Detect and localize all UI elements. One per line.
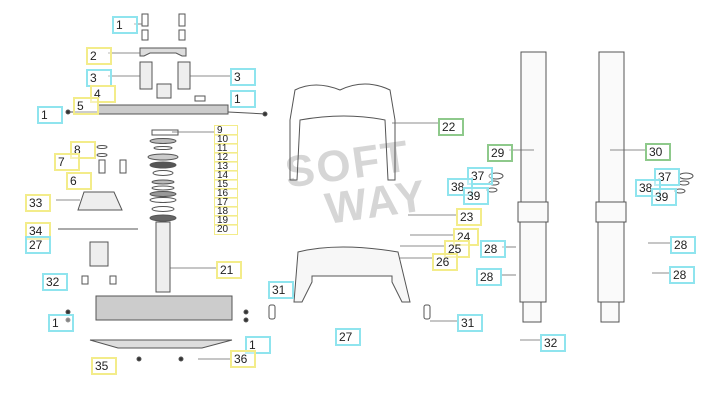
bearing-stack (147, 129, 179, 222)
callout-39[interactable]: 39 (463, 187, 489, 205)
callout-27[interactable]: 27 (335, 328, 361, 346)
headlight-housing (77, 191, 123, 211)
callout-20[interactable]: 20 (214, 224, 238, 235)
callout-34[interactable]: 34 (25, 222, 51, 240)
callout-23[interactable]: 23 (456, 208, 482, 226)
callout-19[interactable]: 19 (214, 215, 238, 226)
callout-28[interactable]: 28 (670, 236, 696, 254)
callout-31[interactable]: 31 (457, 314, 483, 332)
callout-9[interactable]: 9 (214, 125, 238, 136)
steering-stem (155, 221, 171, 293)
fork-leg-right (595, 51, 627, 323)
callout-1[interactable]: 1 (245, 336, 271, 354)
callout-10[interactable]: 10 (214, 134, 238, 145)
callout-16[interactable]: 16 (214, 188, 238, 199)
callout-27[interactable]: 27 (25, 236, 51, 254)
callout-28[interactable]: 28 (476, 268, 502, 286)
callout-21[interactable]: 21 (216, 261, 242, 279)
callout-35[interactable]: 35 (91, 357, 117, 375)
callout-39[interactable]: 39 (651, 188, 677, 206)
callout-13[interactable]: 13 (214, 161, 238, 172)
callout-11[interactable]: 11 (214, 143, 238, 154)
callout-1[interactable]: 1 (37, 106, 63, 124)
callout-6[interactable]: 6 (66, 172, 92, 190)
callout-1[interactable]: 1 (48, 314, 74, 332)
callout-28[interactable]: 28 (480, 240, 506, 258)
callout-2[interactable]: 2 (86, 47, 112, 65)
callout-32[interactable]: 32 (42, 273, 68, 291)
callout-32[interactable]: 32 (540, 334, 566, 352)
callout-22[interactable]: 22 (438, 118, 464, 136)
ignition (89, 241, 109, 267)
fork-leg-left (517, 51, 549, 323)
riser-right (177, 61, 191, 90)
callout-7[interactable]: 7 (54, 153, 80, 171)
callout-29[interactable]: 29 (487, 144, 513, 162)
callout-12[interactable]: 12 (214, 152, 238, 163)
callout-36[interactable]: 36 (230, 350, 256, 368)
callout-1[interactable]: 1 (112, 16, 138, 34)
callout-15[interactable]: 15 (214, 179, 238, 190)
callout-5[interactable]: 5 (73, 97, 99, 115)
callout-18[interactable]: 18 (214, 206, 238, 217)
stem-nut (156, 83, 172, 99)
front-fairing (289, 83, 396, 181)
callout-3[interactable]: 3 (230, 68, 256, 86)
riser-left (139, 61, 153, 90)
handlebar-clamp (139, 47, 187, 57)
callout-14[interactable]: 14 (214, 170, 238, 181)
bolt-part (141, 13, 186, 41)
lower-fairing (293, 246, 411, 303)
lower-cover (89, 339, 233, 349)
callout-30[interactable]: 30 (645, 143, 671, 161)
callout-28[interactable]: 28 (669, 266, 695, 284)
callout-17[interactable]: 17 (214, 197, 238, 208)
bottom-triple-clamp (95, 295, 233, 321)
callout-37[interactable]: 37 (467, 167, 493, 185)
callout-26[interactable]: 26 (432, 253, 458, 271)
top-triple-clamp (97, 104, 229, 115)
callout-1[interactable]: 1 (230, 90, 256, 108)
callout-31[interactable]: 31 (268, 281, 294, 299)
callout-33[interactable]: 33 (25, 194, 51, 212)
